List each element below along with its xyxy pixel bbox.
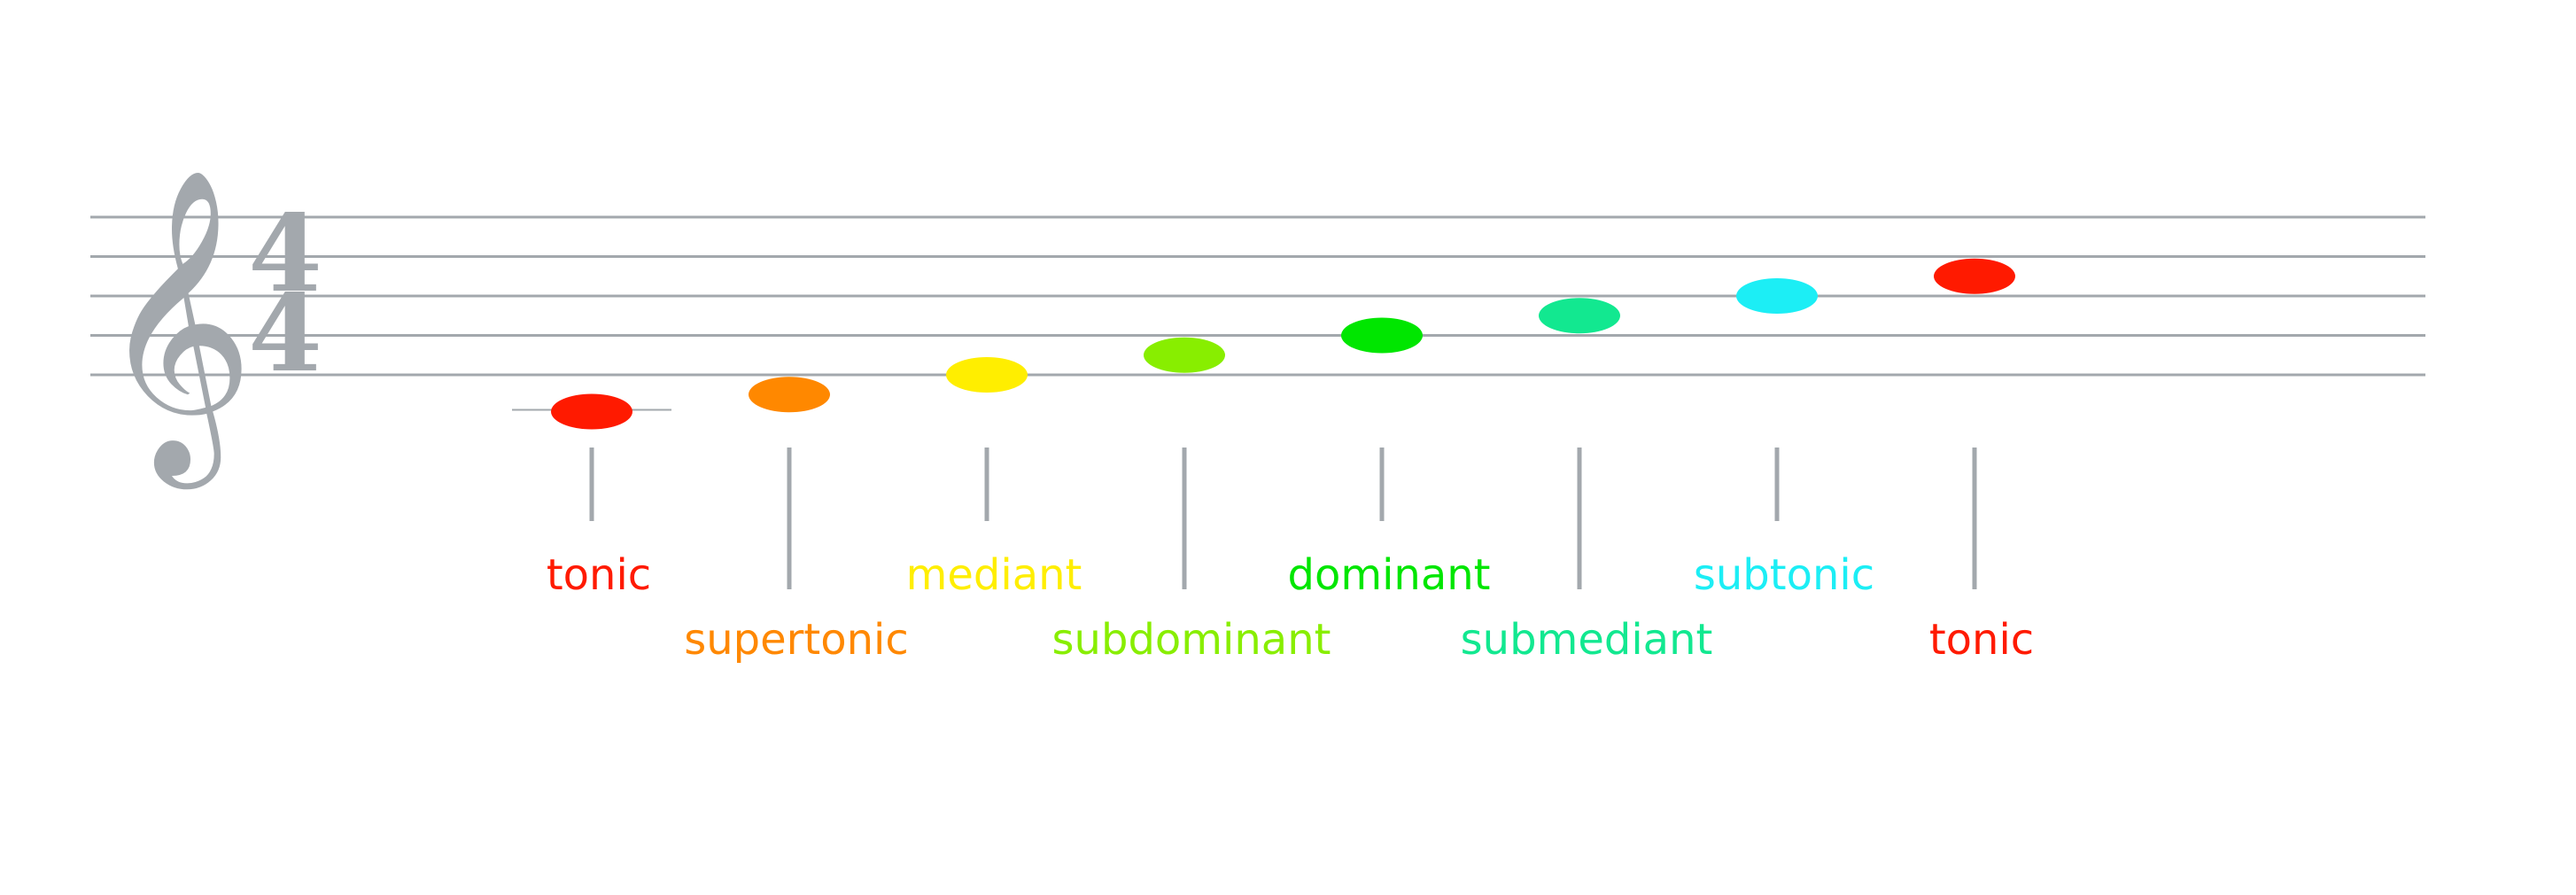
degree-label: subtonic (1694, 550, 1874, 600)
time-signature-top: 4 (248, 191, 322, 316)
scale-degree-supertonic: supertonic (684, 377, 909, 665)
note-head (1934, 258, 2015, 294)
staff-lines (90, 215, 2425, 377)
note-head (1539, 298, 1620, 334)
scale-degree-tonic-low: tonic (512, 393, 671, 600)
note-head (1736, 278, 1818, 314)
note-head (1144, 337, 1225, 373)
degree-label: submediant (1461, 615, 1713, 665)
scale-degree-tonic-high: tonic (1929, 258, 2034, 665)
scale-degree-subdominant: subdominant (1052, 337, 1331, 665)
scale-degree-subtonic: subtonic (1694, 278, 1874, 600)
note-head (1341, 317, 1423, 354)
degree-label: subdominant (1052, 615, 1331, 665)
degree-label: supertonic (684, 615, 909, 665)
scale-degree-mediant: mediant (906, 357, 1082, 600)
degree-label: tonic (547, 550, 651, 600)
degree-label: mediant (906, 550, 1082, 600)
time-signature-bottom: 4 (248, 271, 322, 396)
note-head (946, 357, 1028, 393)
note-head (749, 377, 830, 413)
degree-label: dominant (1287, 550, 1490, 600)
scale-degree-dominant: dominant (1287, 317, 1491, 600)
notes-layer: tonic supertonic mediant subdominant dominan… (512, 258, 2034, 665)
treble-clef-icon: 𝄞 (97, 166, 254, 491)
note-head (551, 393, 632, 430)
degree-label: tonic (1929, 615, 2034, 665)
scale-degree-submediant: submediant (1461, 298, 1713, 665)
